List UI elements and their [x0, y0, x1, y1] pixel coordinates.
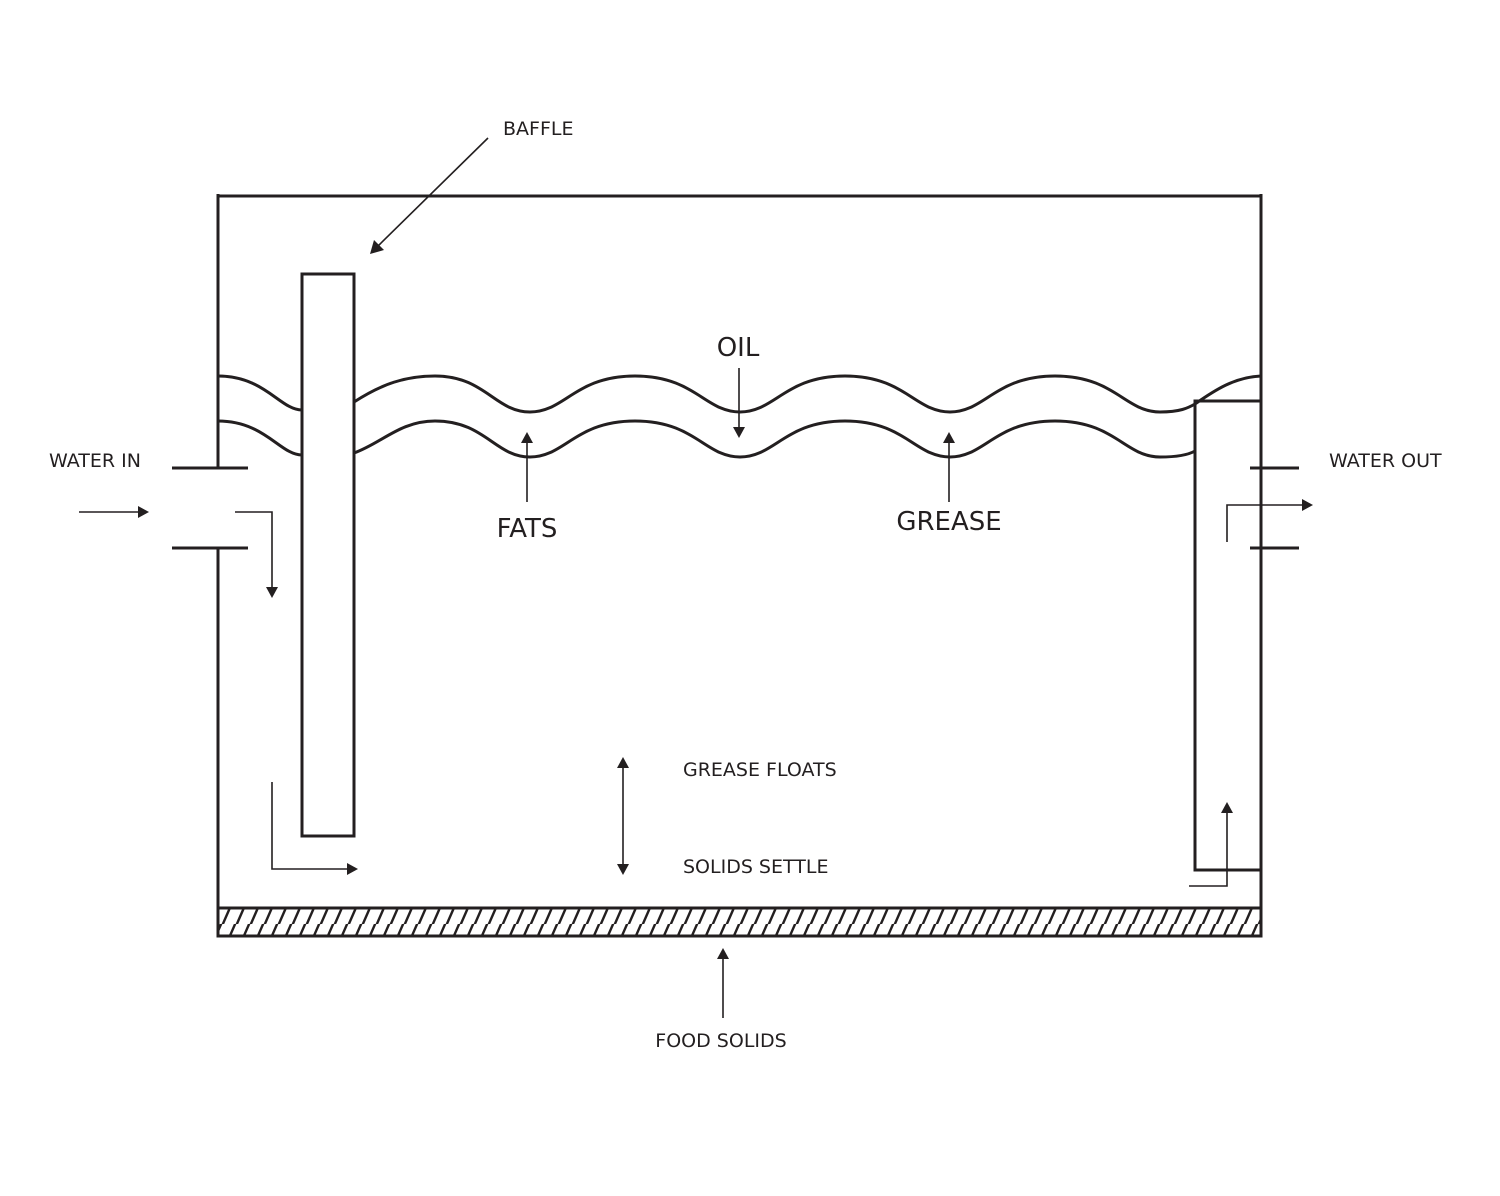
water-out-arrow: [1226, 499, 1313, 542]
inlet-pipe: [172, 466, 248, 550]
water-in-arrow: [79, 506, 149, 518]
floats-settle-double-arrow: [617, 757, 629, 875]
food-solids-arrow: [717, 948, 729, 1018]
baffle-arrow: [370, 137, 489, 254]
water-out-label: WATER OUT: [1329, 450, 1442, 472]
outlet-pipe: [1250, 466, 1299, 550]
fats-label: FATS: [497, 514, 558, 544]
outlet-baffle: [1193, 399, 1263, 872]
food-solids-layer: [216, 906, 1263, 938]
fats-arrow: [521, 432, 533, 502]
inlet-flow-arrow: [235, 511, 278, 598]
under-baffle-flow-arrow: [271, 782, 358, 875]
tank-outline: [216, 194, 1263, 937]
oil-arrow: [733, 368, 745, 438]
oil-label: OIL: [717, 333, 760, 363]
grease-floats-label: GREASE FLOATS: [683, 759, 837, 781]
inlet-baffle: [300, 272, 356, 838]
grease-arrow: [943, 432, 955, 502]
grease-label: GREASE: [896, 507, 1001, 537]
water-in-label: WATER IN: [49, 450, 141, 472]
baffle-label: BAFFLE: [503, 118, 573, 140]
solids-settle-label: SOLIDS SETTLE: [683, 856, 828, 878]
food-solids-label: FOOD SOLIDS: [655, 1030, 786, 1052]
outlet-riser-flow-arrow: [1189, 802, 1233, 887]
